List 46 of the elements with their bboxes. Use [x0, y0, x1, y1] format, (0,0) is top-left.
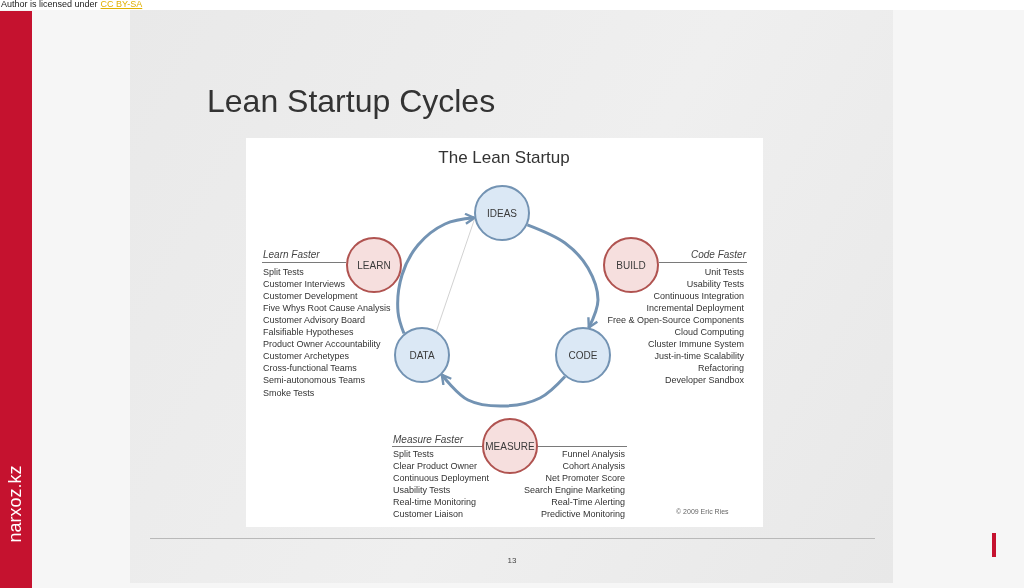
list-item: Cross-functional Teams — [263, 363, 357, 375]
list-item: Unit Tests — [704, 266, 744, 278]
cycle-arrow — [526, 223, 600, 329]
list-item: Net Promoter Score — [545, 472, 625, 484]
list-item: Customer Interviews — [263, 278, 346, 290]
license-link: CC BY-SA — [100, 0, 143, 10]
list-item: Free & Open-Source Components — [607, 314, 744, 326]
list-item: Cluster Immune System — [647, 339, 744, 351]
list-item: Cohort Analysis — [562, 460, 625, 472]
list-item: Predictive Monitoring — [540, 509, 625, 520]
list-item: Split Tests — [263, 266, 304, 278]
list-item: Continuous Integration — [653, 290, 744, 302]
list-item: Clear Product Owner — [393, 460, 478, 472]
list-item: Just-in-time Scalability — [654, 351, 744, 363]
list-item: Smoke Tests — [263, 387, 315, 399]
list-item: Cloud Computing — [674, 327, 744, 338]
list-item: Usability Tests — [393, 484, 451, 496]
cycle-arrow — [396, 212, 476, 335]
list-heading: Learn Faster — [263, 249, 320, 261]
list-item: Incremental Deployment — [646, 302, 744, 314]
attribution-text: Author is licensed under — [1, 0, 98, 10]
list-item: Real-time Monitoring — [393, 496, 477, 508]
list-item: Split Tests — [393, 448, 434, 460]
page-number: 13 — [507, 556, 517, 566]
list-item: Usability Tests — [686, 278, 744, 290]
list-item: Product Owner Accountability — [263, 339, 381, 351]
list-item: Customer Advisory Board — [263, 314, 366, 326]
list-item: Search Engine Marketing — [523, 484, 625, 496]
list-heading: Code Faster — [690, 249, 746, 261]
slide-title: Lean Startup Cycles — [207, 82, 496, 120]
cycle-arrow — [440, 373, 567, 408]
list-heading: Measure Faster — [393, 434, 464, 446]
list-item: Refactoring — [697, 363, 744, 375]
list-item: Customer Archetypes — [263, 351, 350, 363]
list-item: Customer Liaison — [393, 509, 464, 520]
list-item: Five Whys Root Cause Analysis — [263, 302, 391, 314]
list-item: Developer Sandbox — [664, 375, 744, 387]
list-item: Falsifiable Hypotheses — [263, 327, 354, 338]
connector-line — [435, 218, 476, 332]
list-item: Continuous Deployment — [393, 472, 490, 484]
list-item: Funnel Analysis — [561, 448, 625, 460]
list-item: Real-Time Alerting — [551, 496, 625, 508]
list-item: Customer Development — [263, 290, 358, 302]
list-item: Semi-autonomous Teams — [263, 375, 365, 387]
figure-title: The Lean Startup — [438, 148, 570, 168]
site-address: narxoz.kz — [5, 465, 25, 543]
